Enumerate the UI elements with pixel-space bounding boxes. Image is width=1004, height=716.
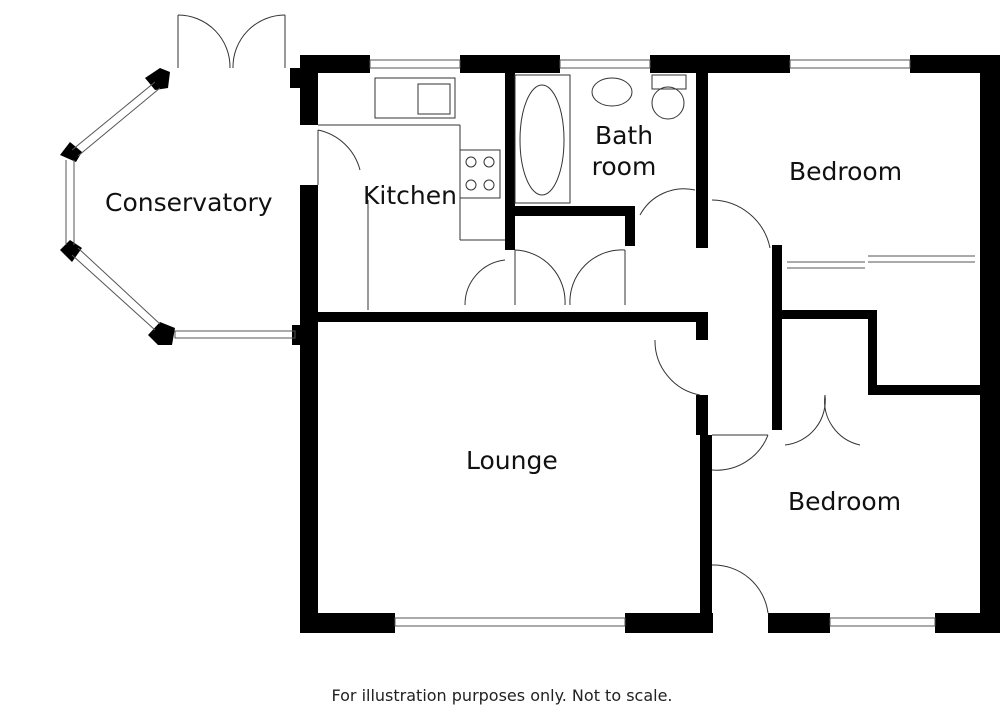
bath <box>514 74 571 204</box>
room-label-lounge: Lounge <box>466 446 558 475</box>
disclaimer-footer: For illustration purposes only. Not to s… <box>331 686 673 705</box>
fixtures <box>374 74 687 204</box>
basin <box>591 77 633 107</box>
room-label-bedroom-1: Bedroom <box>789 157 903 186</box>
walls <box>60 55 1000 633</box>
room-label-conservatory: Conservatory <box>105 188 273 217</box>
toilet-cistern <box>651 74 687 90</box>
hob <box>459 149 501 199</box>
room-label-bathroom: Bath room <box>586 120 662 183</box>
windows <box>65 59 975 627</box>
room-label-bedroom-2: Bedroom <box>788 487 902 516</box>
sink <box>374 77 456 119</box>
room-label-bathroom-line1: Bath <box>594 121 654 150</box>
room-label-bathroom-line2: room <box>591 152 657 182</box>
room-label-kitchen: Kitchen <box>363 181 457 210</box>
